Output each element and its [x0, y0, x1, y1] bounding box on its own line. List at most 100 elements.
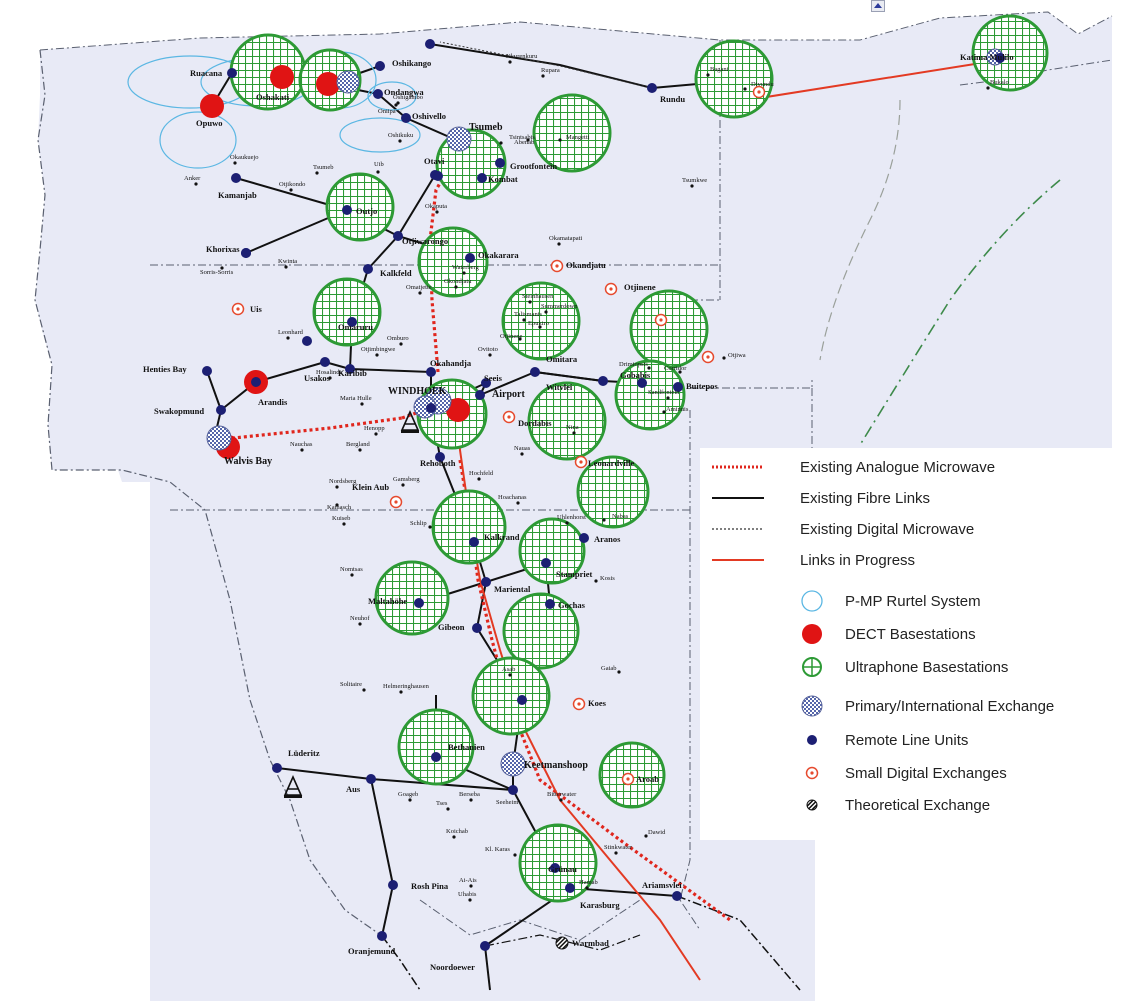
minor-place-label: Ai-Ais — [459, 877, 477, 884]
remote-line-unit — [366, 774, 376, 784]
place-label-usakos: Usakos — [304, 373, 331, 383]
fibre-link — [534, 371, 604, 382]
minor-place-label: Tses — [436, 800, 448, 807]
place-dot — [516, 501, 520, 505]
place-dot — [469, 884, 473, 888]
border-line — [419, 899, 641, 941]
legend-item-pmp: P-MP Rurtel System — [801, 590, 981, 612]
analogue-microwave-link — [213, 416, 403, 442]
place-dot — [522, 318, 526, 322]
place-dot — [358, 448, 362, 452]
ultraphone-basestation — [502, 592, 580, 670]
fibre-link — [479, 371, 536, 396]
remote-line-unit — [647, 83, 657, 93]
legend-swatch-pmp — [801, 590, 823, 612]
remote-line-unit — [465, 253, 475, 263]
place-label-stampriet: Stampriet — [556, 569, 593, 579]
pmp-rurtel-zone — [367, 81, 417, 111]
minor-place-label: Stinkwater — [604, 844, 633, 851]
place-dot — [408, 798, 412, 802]
minor-place-label: Oshikuku — [388, 132, 414, 139]
place-label-airport: Airport — [492, 389, 525, 400]
minor-place-label: Nordsberg — [329, 478, 357, 485]
minor-place-label: Tsumeb — [313, 164, 334, 171]
remote-line-unit — [508, 785, 518, 795]
small-digital-exchange-dot — [394, 500, 398, 504]
place-dot — [194, 182, 198, 186]
minor-place-label: Helmeringhausen — [383, 683, 430, 690]
coastline — [34, 49, 383, 937]
place-dot — [526, 138, 530, 142]
minor-place-label: Hosalinde — [316, 369, 342, 376]
minor-place-label: Kamasch — [327, 504, 352, 511]
remote-line-unit — [342, 205, 352, 215]
place-dot — [342, 522, 346, 526]
place-dot — [617, 670, 621, 674]
primary-exchange — [206, 425, 232, 451]
place-dot — [722, 356, 726, 360]
place-dot — [350, 573, 354, 577]
antenna-icon-base — [401, 430, 419, 433]
small-digital-exchange-dot — [757, 90, 761, 94]
minor-place-label: Summerdown — [541, 303, 578, 310]
minor-place-label: Otjimbingwe — [361, 346, 395, 353]
place-dot — [315, 171, 319, 175]
remote-line-unit — [272, 763, 282, 773]
remote-line-unit — [377, 931, 387, 941]
place-label-luderitz: Lüderitz — [288, 748, 320, 758]
place-label-karibib: Karibib — [338, 368, 367, 378]
place-dot — [374, 432, 378, 436]
fibre-link — [349, 368, 432, 373]
minor-place-label: Uhabis — [458, 891, 477, 898]
place-dot — [398, 139, 402, 143]
place-label-witvlei: Witvlei — [546, 382, 573, 392]
remote-line-unit — [673, 382, 683, 392]
minor-place-label: Epukiro — [528, 320, 549, 327]
place-label-bethanien: Bethanien — [448, 742, 485, 752]
remote-line-unit — [565, 883, 575, 893]
legend-item-progress: Links in Progress — [712, 552, 915, 569]
place-dot — [358, 622, 362, 626]
place-dot — [452, 835, 456, 839]
remote-line-unit — [347, 317, 357, 327]
place-dot — [233, 161, 237, 165]
place-dot — [435, 210, 439, 214]
place-dot — [284, 265, 288, 269]
remote-line-unit — [481, 378, 491, 388]
place-dot — [513, 853, 517, 857]
small-digital-exchange-dot — [626, 777, 630, 781]
scroll-up-button[interactable] — [871, 0, 885, 12]
ultraphone-basestation — [518, 517, 586, 585]
small-digital-exchange-dot — [577, 702, 581, 706]
place-label-rehoboth: Rehoboth — [420, 458, 456, 468]
fibre-link — [484, 945, 491, 991]
minor-place-label: Oshigambo — [393, 94, 423, 101]
place-dot — [544, 310, 548, 314]
minor-place-label: Okamatapati — [549, 235, 582, 242]
place-label-dordabis: Dordabis — [518, 418, 552, 428]
digital-link — [381, 935, 421, 991]
minor-place-label: Henopp — [364, 425, 385, 432]
place-label-tsumeb: Tsumeb — [469, 122, 503, 133]
small-digital-exchange-dot — [236, 307, 240, 311]
minor-place-label: Nkurenkuru — [506, 53, 538, 60]
place-dot — [666, 396, 670, 400]
place-dot — [399, 342, 403, 346]
minor-place-label: Hochfeld — [469, 470, 494, 477]
legend-item-ultra: Ultraphone Basestations — [802, 657, 1008, 677]
remote-line-unit — [472, 623, 482, 633]
fibre-link — [476, 581, 487, 629]
minor-place-label: Waterberg — [452, 264, 480, 271]
place-dot — [557, 242, 561, 246]
place-dot — [399, 690, 403, 694]
place-label-omaruru: Omaruru — [338, 322, 373, 332]
remote-line-unit — [517, 695, 527, 705]
remote-line-unit — [550, 863, 560, 873]
minor-place-label: Kosis — [600, 575, 615, 582]
small-digital-exchange-dot — [507, 415, 511, 419]
fibre-link — [381, 884, 394, 937]
ultraphone-basestation — [501, 281, 581, 361]
place-dot — [394, 103, 398, 107]
place-label-khorixas: Khorixas — [206, 244, 240, 254]
place-dot — [396, 101, 400, 105]
